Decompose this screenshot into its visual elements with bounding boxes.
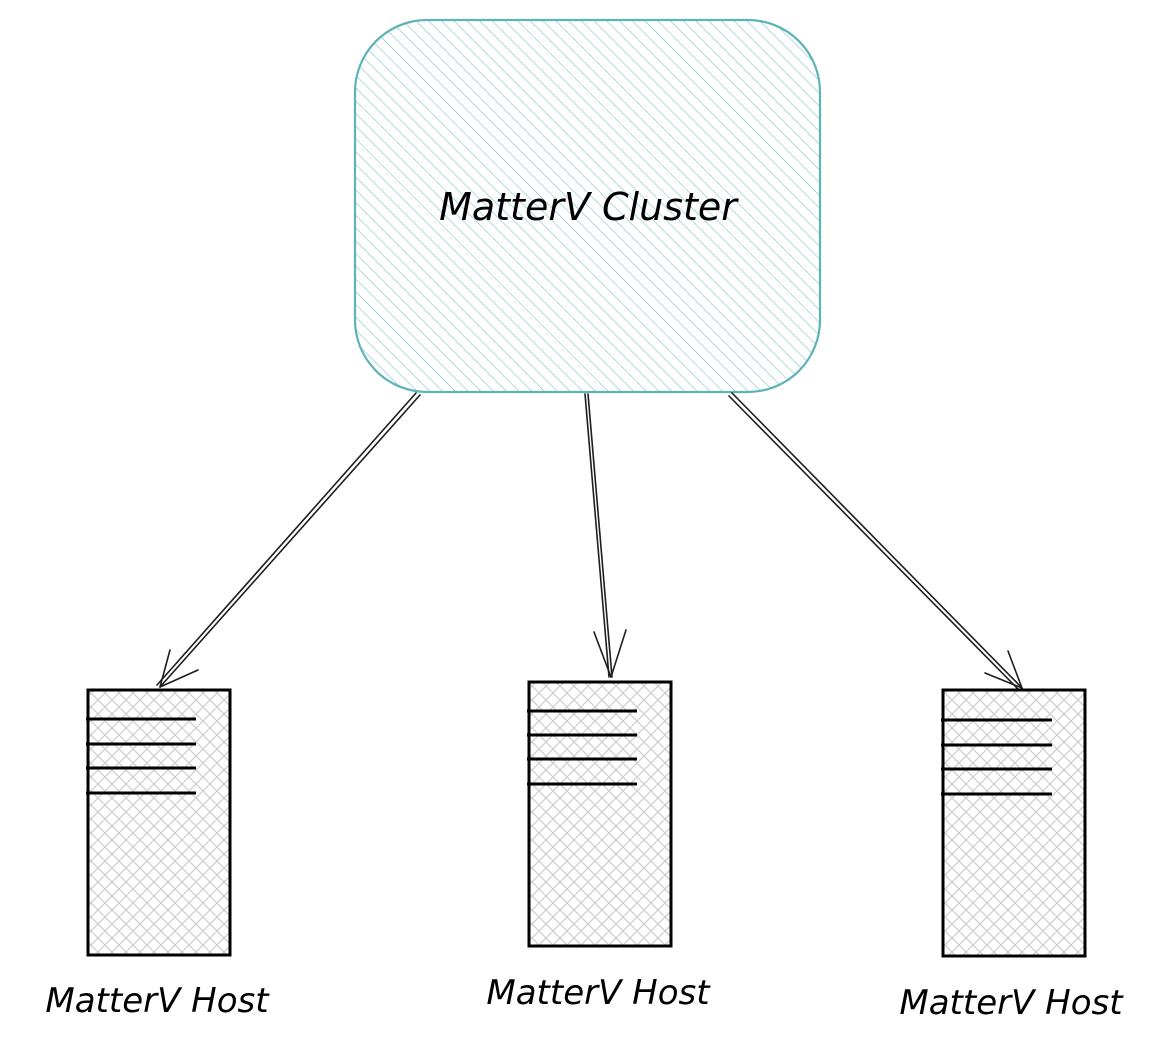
server-slot-lines [86,717,196,795]
host-node-2[interactable]: MatterV Host [486,680,711,1013]
arrow-to-host-3 [728,392,1023,691]
host-node-3[interactable]: MatterV Host [899,688,1124,1023]
host-node-1[interactable]: MatterV Host [45,688,270,1021]
cluster-label: MatterV Cluster [439,185,739,229]
arrow-to-host-1 [156,392,421,688]
cluster-box [353,18,822,394]
host-label-2: MatterV Host [486,973,711,1013]
host-label-3: MatterV Host [899,983,1124,1023]
host-label-1: MatterV Host [45,981,270,1021]
server-slot-lines [941,718,1052,796]
server-icon [86,688,232,957]
server-icon [527,680,673,948]
server-icon [941,688,1087,958]
arrow-to-host-2 [584,393,627,678]
cluster-node[interactable]: MatterV Cluster [353,18,822,394]
server-slot-lines [527,709,637,786]
